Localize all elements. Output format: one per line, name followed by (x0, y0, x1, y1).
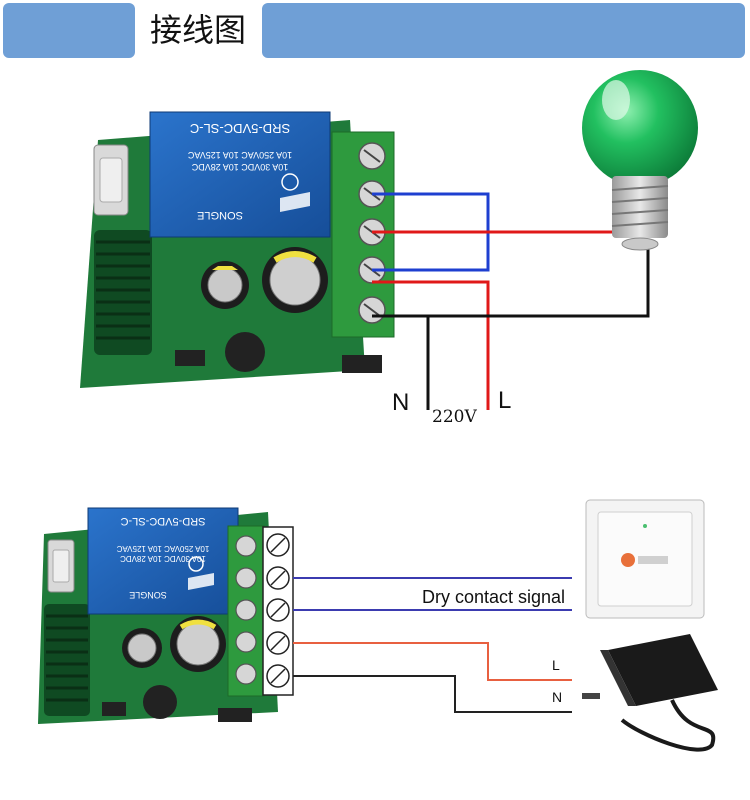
label-dry-contact: Dry contact signal (422, 587, 565, 607)
label-live-2: L (552, 657, 560, 673)
terminal-schematic (262, 526, 294, 696)
wires-1 (372, 192, 650, 410)
relay-module-1: SRD-5VDC-SL-C 10A 250VAC 10A 125VAC 10A … (80, 111, 395, 388)
page-title: 接线图 (149, 11, 246, 49)
bulb-base (612, 176, 668, 238)
relay-brand-text: SONGLE (197, 209, 243, 221)
wires-2 (293, 577, 572, 713)
relay-model-text: SRD-5VDC-SL-C (190, 121, 290, 136)
label-voltage: 220V (432, 407, 477, 427)
cert-mark-icon (188, 556, 204, 572)
relay-module-2: SRD-5VDC-SL-C 10A 250VAC 10A 125VAC 10A … (38, 507, 278, 724)
relay-rating-text-2: 10A 30VDC 10A 28VDC (191, 162, 288, 172)
relay-rating-text-1: 10A 250VAC 10A 125VAC (187, 150, 292, 160)
power-adapter (582, 634, 718, 752)
relay-rating-text-2: 10A 30VDC 10A 28VDC (120, 554, 206, 563)
terminal-block-2 (227, 525, 265, 697)
header-bar-left (3, 3, 135, 58)
diode-1 (175, 350, 205, 366)
inductor (143, 685, 177, 719)
light-bulb (582, 70, 698, 251)
capacitor-right (170, 616, 226, 672)
relay-rating-text-1: 10A 250VAC 10A 125VAC (116, 544, 209, 553)
capacitor-left (201, 261, 249, 309)
diagram-1: SRD-5VDC-SL-C 10A 250VAC 10A 125VAC 10A … (80, 70, 698, 427)
wire-red-l (372, 280, 490, 410)
antenna-coil (44, 604, 90, 716)
wire-live-2 (293, 642, 572, 681)
capacitor-right (262, 247, 328, 313)
diode-2 (218, 708, 252, 722)
label-live-1: L (498, 387, 511, 414)
antenna-coil (94, 230, 152, 355)
wire-neutral-2 (293, 675, 572, 713)
terminal-block-1 (331, 131, 395, 338)
label-neutral-1: N (392, 389, 409, 416)
relay-logo-icon (188, 573, 214, 590)
diode-2 (342, 355, 382, 373)
relay-model-text: SRD-5VDC-SL-C (120, 515, 205, 527)
exit-icon (621, 553, 635, 567)
exit-button-device (585, 499, 705, 619)
inductor (225, 332, 265, 372)
cert-mark-icon (281, 173, 299, 191)
diagram-2: SRD-5VDC-SL-C 10A 250VAC 10A 125VAC 10A … (38, 499, 718, 752)
wire-black-to-bulb (372, 246, 650, 318)
relay-block: SRD-5VDC-SL-C 10A 250VAC 10A 125VAC 10A … (149, 111, 331, 238)
label-neutral-2: N (552, 689, 562, 705)
relay-block: SRD-5VDC-SL-C 10A 250VAC 10A 125VAC 10A … (87, 507, 239, 615)
relay-logo-icon (280, 192, 310, 212)
diode-1 (102, 702, 126, 716)
relay-brand-text: SONGLE (129, 590, 167, 600)
header-bar-right (262, 3, 745, 58)
capacitor-left (122, 628, 162, 668)
